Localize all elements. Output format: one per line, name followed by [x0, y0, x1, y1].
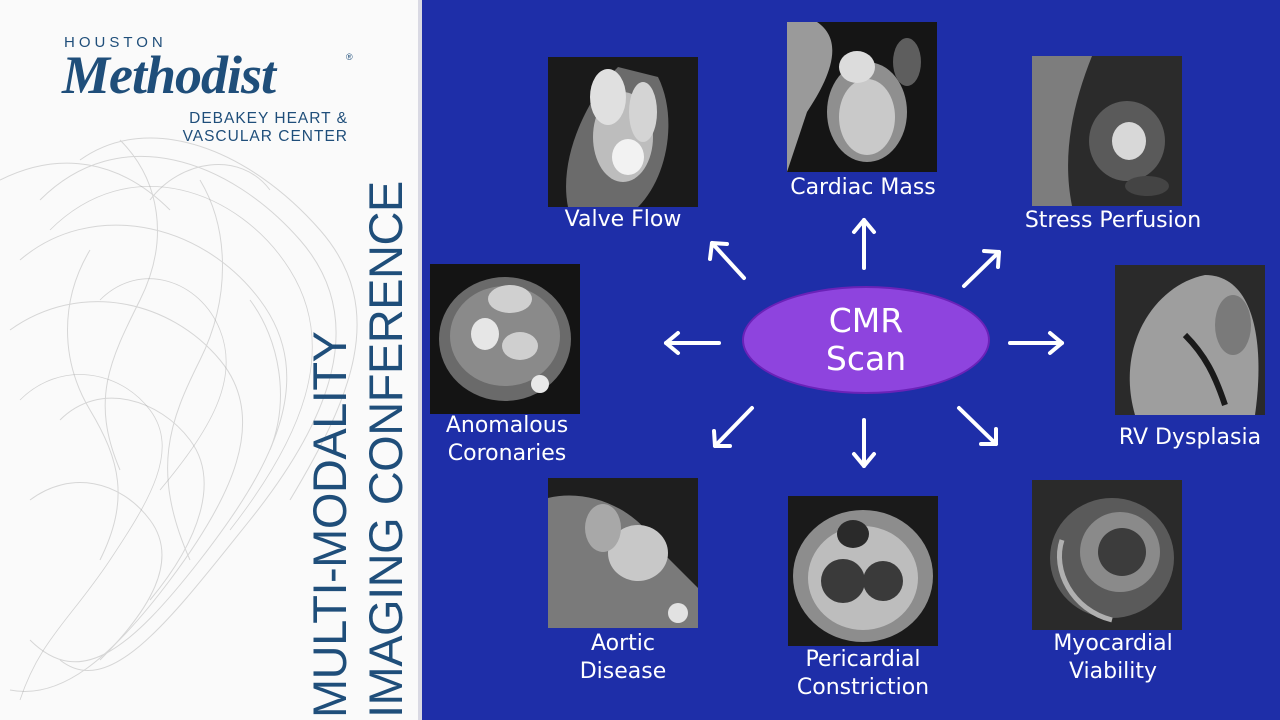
- panel-divider: [418, 0, 422, 720]
- pericardial-constriction-label: Pericardial Constriction: [796, 647, 930, 700]
- branding-panel: HOUSTON Methodist ® DEBAKEY HEART & VASC…: [0, 0, 418, 720]
- conference-title-line-1: MULTI-MODALITY: [303, 331, 356, 718]
- myocardial-viability-label: Myocardial Viability: [1053, 631, 1173, 684]
- pericardial-constriction-image: [788, 496, 938, 646]
- arrow-to-pericardial-constriction: [852, 418, 876, 468]
- valve-flow-label: Valve Flow: [564, 207, 682, 232]
- myocardial-viability-image: [1032, 480, 1182, 630]
- rv-dysplasia-label: RV Dysplasia: [1118, 425, 1262, 450]
- brand-top-line: HOUSTON: [64, 34, 167, 51]
- arrow-to-myocardial-viability: [957, 406, 998, 446]
- arrow-to-rv-dysplasia: [1008, 331, 1064, 355]
- cmr-diagram: CMR Scan Valve Flow Cardiac Mass: [422, 0, 1280, 720]
- diagram-arrows: [664, 218, 1064, 468]
- cardiac-mass-label: Cardiac Mass: [790, 175, 936, 200]
- anomalous-coronaries-image: [430, 264, 580, 414]
- aortic-disease-label: Aortic Disease: [579, 631, 667, 684]
- valve-flow-image: [548, 57, 698, 207]
- aortic-disease-image: [548, 478, 698, 628]
- brand-name: Methodist: [62, 45, 276, 105]
- brand-subtitle-line-1: DEBAKEY HEART &: [189, 110, 348, 127]
- cmr-scan-node: CMR Scan: [742, 286, 990, 394]
- cardiac-mass-image: [787, 22, 937, 172]
- cmr-scan-line-1: CMR: [828, 301, 904, 340]
- heart-illustration: [0, 137, 358, 701]
- registered-mark: ®: [346, 52, 353, 62]
- arrow-to-cardiac-mass: [852, 218, 876, 270]
- arrow-to-stress-perfusion: [962, 249, 1001, 288]
- stress-perfusion-image: [1032, 56, 1182, 206]
- arrow-to-aortic-disease: [712, 406, 754, 448]
- cmr-scan-line-2: Scan: [825, 339, 907, 378]
- anomalous-coronaries-label: Anomalous Coronaries: [445, 413, 569, 466]
- stress-perfusion-label: Stress Perfusion: [1024, 208, 1202, 233]
- conference-title: MULTI-MODALITY IMAGING CONFERENCE: [302, 108, 414, 718]
- arrow-to-anomalous-coronaries: [664, 331, 721, 355]
- arrow-to-valve-flow: [708, 241, 746, 280]
- rv-dysplasia-image: [1115, 265, 1265, 415]
- brand-subtitle-line-2: VASCULAR CENTER: [182, 128, 348, 145]
- conference-title-line-2: IMAGING CONFERENCE: [359, 181, 412, 718]
